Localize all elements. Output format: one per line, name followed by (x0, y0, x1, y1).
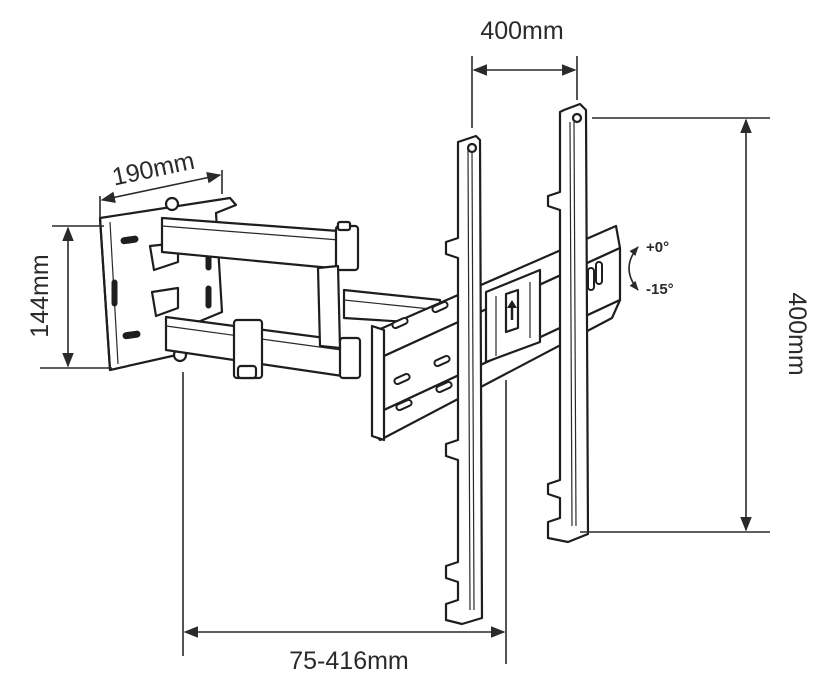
tilt-down-label: -15° (646, 281, 674, 298)
vesa-width-label: 400mm (480, 17, 563, 45)
curved-double-arrow-icon (628, 246, 639, 291)
extension-range-label: 75-416mm (289, 647, 409, 675)
vesa-width-dimension: 400mm (471, 17, 578, 128)
wall-plate-width-label: 190mm (110, 147, 197, 192)
wall-plate-height-dimension: 144mm (26, 225, 112, 369)
extension-range-dimension: 75-416mm (182, 372, 507, 675)
vesa-height-label: 400mm (783, 292, 811, 375)
wall-plate-height-label: 144mm (26, 254, 54, 337)
tilt-indicator: +0° -15° (628, 239, 674, 298)
up-arrow-icon (507, 300, 517, 320)
vesa-height-dimension: 400mm (580, 117, 811, 533)
vertical-bracket-left (444, 134, 484, 626)
tilt-up-label: +0° (646, 239, 669, 256)
vertical-bracket-right (546, 102, 590, 544)
articulating-arms (160, 216, 442, 380)
